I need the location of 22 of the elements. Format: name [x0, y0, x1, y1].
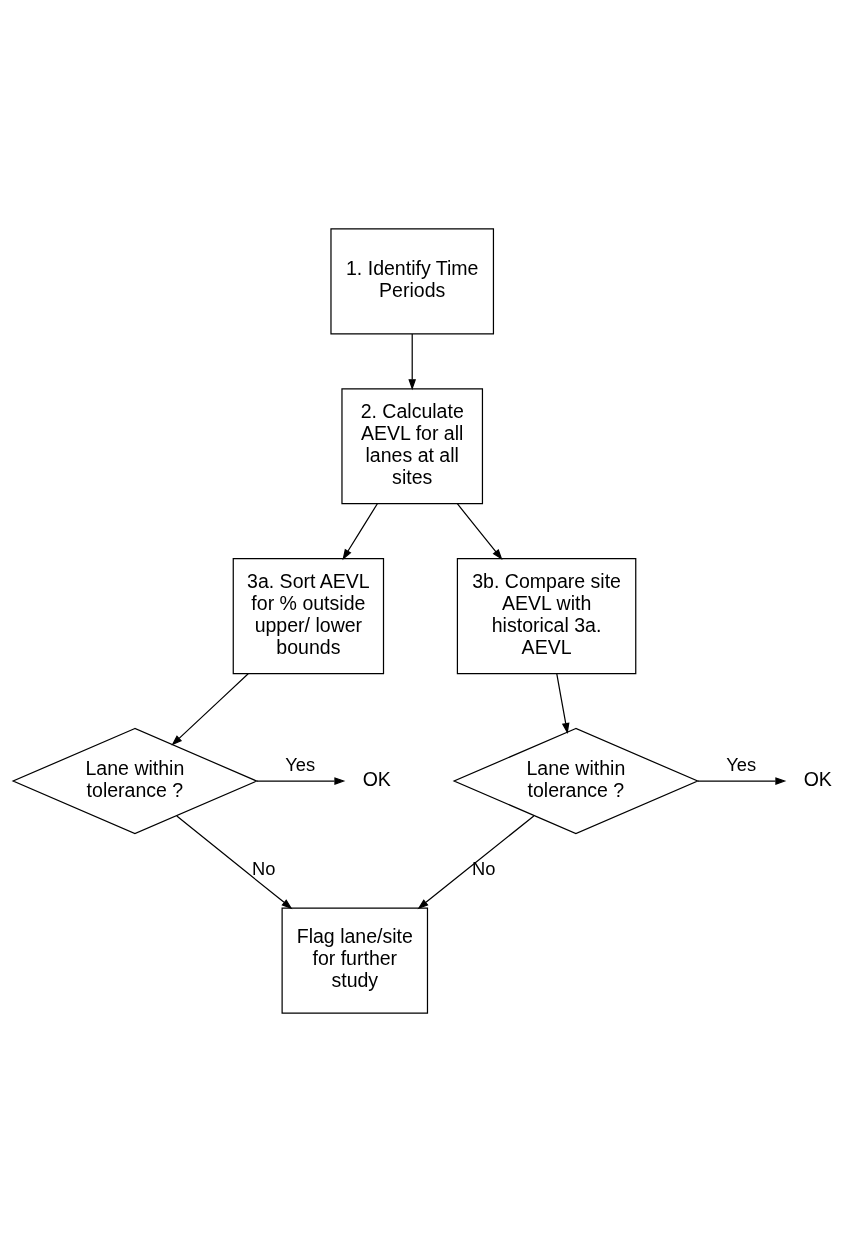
- arrow: [256, 776, 346, 785]
- arrow: [556, 672, 570, 734]
- edge-label: No: [252, 857, 276, 879]
- arrow: [408, 332, 417, 390]
- node-box: Flag lane/site for further study: [281, 906, 429, 1014]
- node-box: 2. Calculate AEVL for all lanes at all sites: [341, 387, 484, 504]
- edge-label: Yes: [726, 753, 757, 775]
- arrow: [697, 776, 787, 785]
- node-diamond: Lane within tolerance ?: [11, 727, 259, 834]
- node-box: 3a. Sort AEVL for % outside upper/ lower bounds: [232, 557, 385, 674]
- arrow: [342, 502, 378, 560]
- node-text: OK: [803, 767, 832, 790]
- arrow: [176, 814, 293, 909]
- edge-label: Yes: [285, 753, 316, 775]
- node-diamond: Lane within tolerance ?: [452, 727, 700, 834]
- arrow: [171, 672, 249, 746]
- node-box: 3b. Compare site AEVL with historical 3a. AEVL: [456, 557, 637, 674]
- node-box: 1. Identify Time Periods: [330, 227, 495, 335]
- arrow: [456, 502, 503, 560]
- node-text: OK: [362, 767, 391, 790]
- arrow: [417, 814, 535, 909]
- edge-label: No: [471, 857, 496, 879]
